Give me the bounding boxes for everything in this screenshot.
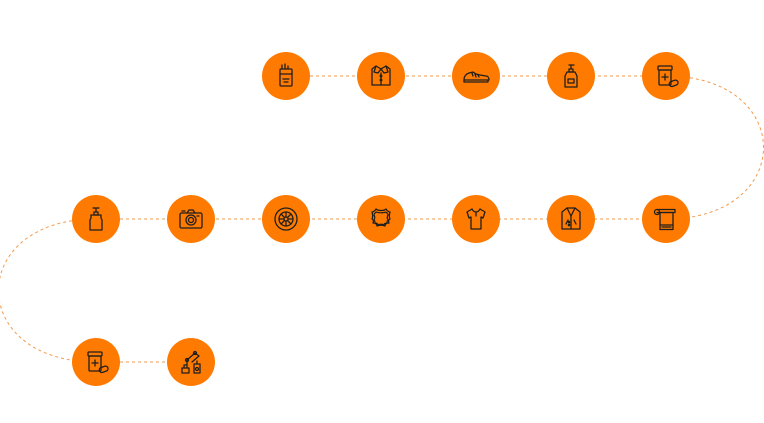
step-node[interactable]	[547, 195, 595, 243]
step-node[interactable]	[262, 195, 310, 243]
tire-icon	[274, 207, 298, 231]
step-node[interactable]	[167, 338, 215, 386]
step-node[interactable]	[357, 52, 405, 100]
step-node[interactable]	[167, 195, 215, 243]
bend-connector-right	[665, 75, 764, 220]
leather-hide-icon	[371, 208, 391, 227]
soap-bottle-icon	[564, 64, 578, 88]
step-node[interactable]	[72, 338, 120, 386]
robot-arm-icon	[181, 350, 201, 374]
step-node[interactable]	[262, 52, 310, 100]
pump-bottle-icon	[89, 207, 103, 231]
step-node[interactable]	[642, 52, 690, 100]
medicine-pills-icon	[87, 351, 109, 374]
step-node[interactable]	[452, 52, 500, 100]
towel-icon	[653, 208, 676, 231]
step-node[interactable]	[642, 195, 690, 243]
shirt-collar-icon	[371, 65, 391, 86]
coat-icon	[561, 207, 581, 230]
cigarette-pack-icon	[279, 63, 293, 87]
step-node[interactable]	[72, 195, 120, 243]
step-node[interactable]	[452, 195, 500, 243]
step-node[interactable]	[357, 195, 405, 243]
bend-connector-left	[0, 218, 97, 363]
blouse-icon	[466, 208, 486, 230]
step-node[interactable]	[547, 52, 595, 100]
medicine-pills-icon	[657, 65, 679, 88]
sneaker-icon	[463, 71, 490, 83]
camera-icon	[179, 209, 203, 229]
